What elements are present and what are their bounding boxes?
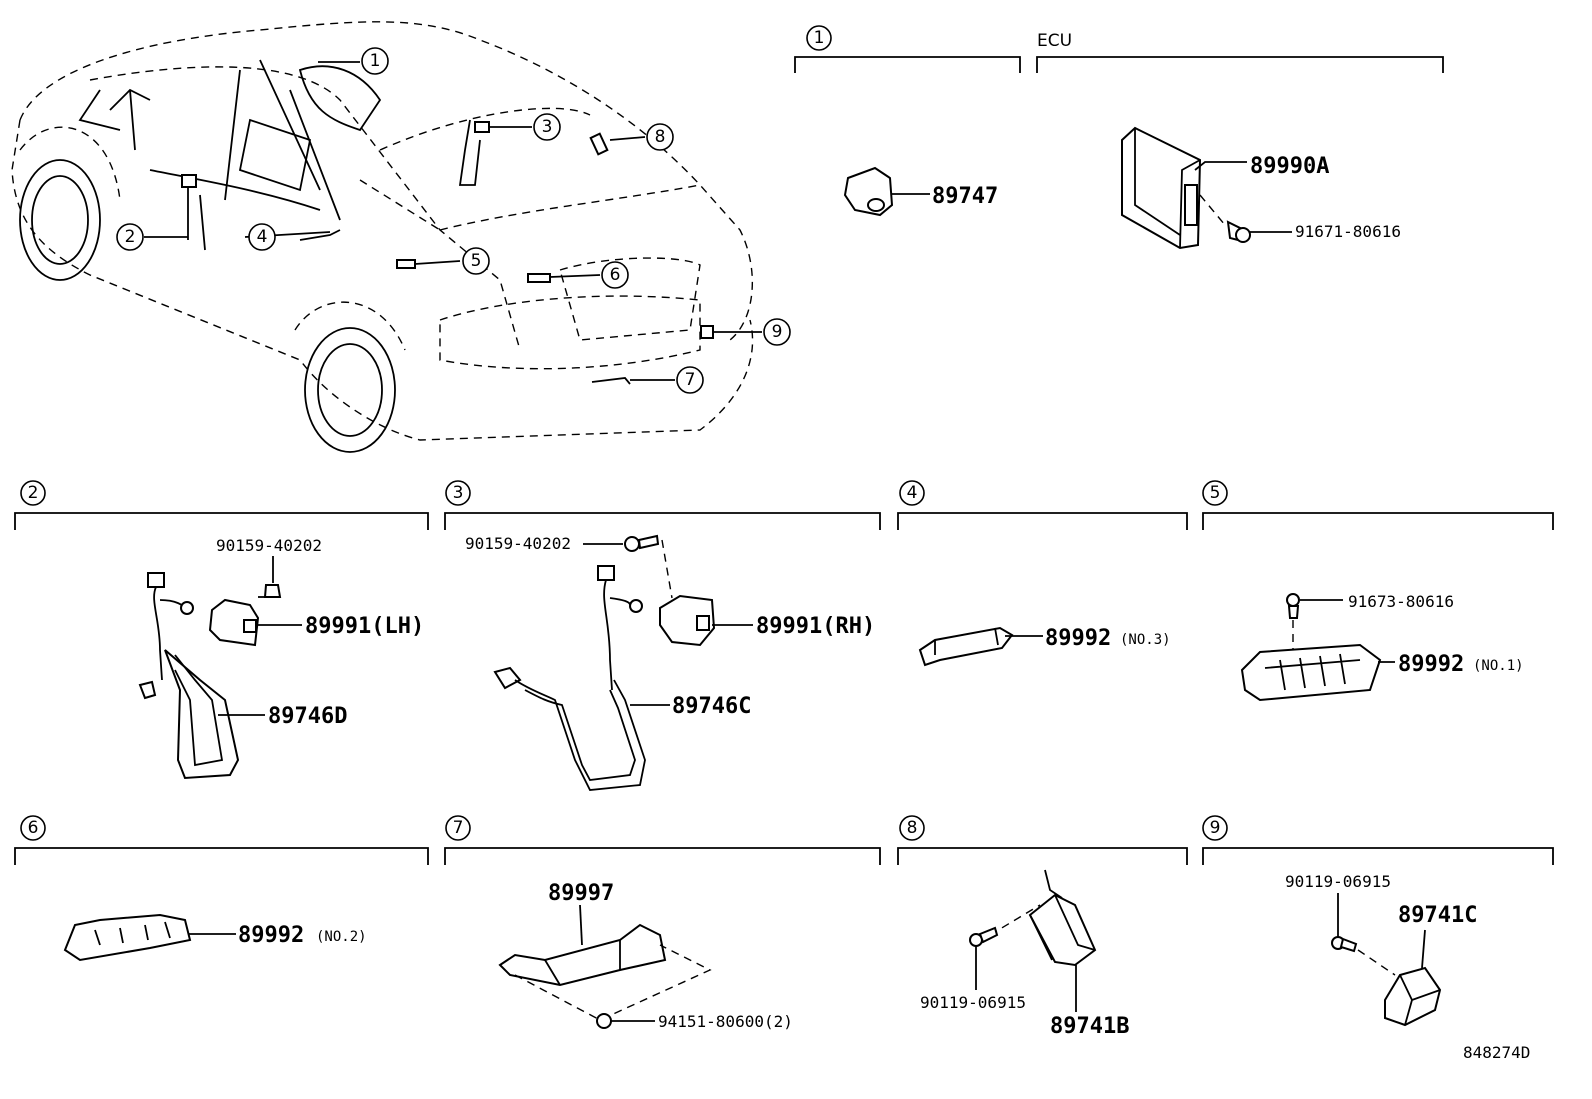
svg-text:5: 5 bbox=[471, 251, 482, 271]
svg-text:8: 8 bbox=[655, 127, 666, 147]
note-no3: (NO.3) bbox=[1120, 632, 1171, 648]
part-89746C-harness bbox=[493, 565, 670, 791]
part-number-89741C: 89741C bbox=[1398, 903, 1477, 928]
diagram-id: 848274D bbox=[1463, 1043, 1530, 1062]
callout-6: 6 bbox=[601, 261, 629, 289]
section-4: 4 89992 (NO.3) bbox=[897, 480, 1188, 667]
svg-text:6: 6 bbox=[610, 265, 621, 285]
nut-94151-icon bbox=[596, 1013, 655, 1029]
svg-text:4: 4 bbox=[257, 227, 268, 247]
section-1: 1 89747 bbox=[794, 25, 1021, 217]
svg-text:6: 6 bbox=[28, 818, 39, 838]
note-no1: (NO.1) bbox=[1473, 658, 1524, 674]
part-89992-no1-antenna bbox=[1240, 643, 1395, 702]
bolt-90119-8-icon bbox=[969, 904, 1041, 990]
part-number-89741B: 89741B bbox=[1050, 1014, 1129, 1039]
part-number-89997: 89997 bbox=[548, 881, 614, 906]
svg-text:5: 5 bbox=[1210, 483, 1221, 503]
callout-4: 4 bbox=[248, 223, 276, 251]
part-number-89991lh: 89991(LH) bbox=[305, 614, 424, 639]
svg-text:7: 7 bbox=[453, 818, 464, 838]
part-89991rh-sensor bbox=[659, 594, 753, 647]
part-number-90119-06915-9: 90119-06915 bbox=[1285, 872, 1391, 891]
callout-2: 2 bbox=[116, 223, 144, 251]
part-number-91673-80616: 91673-80616 bbox=[1348, 592, 1454, 611]
part-89991lh-sensor bbox=[208, 598, 302, 647]
section-ecu: ECU 89990A 91671-80616 bbox=[1036, 31, 1444, 250]
part-89997-antenna bbox=[498, 904, 712, 1021]
callout-5: 5 bbox=[462, 247, 490, 275]
note-no2: (NO.2) bbox=[316, 929, 367, 945]
callout-3: 3 bbox=[533, 113, 561, 141]
svg-text:7: 7 bbox=[685, 370, 696, 390]
part-number-90119-06915-8: 90119-06915 bbox=[920, 993, 1026, 1012]
part-number-91671-80616: 91671-80616 bbox=[1295, 222, 1401, 241]
callout-1: 1 bbox=[361, 47, 389, 75]
part-89741C-sensor bbox=[1384, 929, 1442, 1027]
car-overview: 1 2 3 4 5 6 7 8 9 bbox=[11, 21, 791, 453]
svg-text:2: 2 bbox=[28, 483, 39, 503]
svg-text:9: 9 bbox=[772, 322, 783, 342]
svg-text:3: 3 bbox=[542, 117, 553, 137]
bolt-90159-rh-icon bbox=[583, 534, 673, 599]
part-number-89746C: 89746C bbox=[672, 694, 751, 719]
part-number-89747: 89747 bbox=[932, 184, 998, 209]
section-8: 8 89741B 90119-06915 bbox=[897, 815, 1188, 1039]
svg-text:1: 1 bbox=[814, 28, 825, 48]
svg-text:8: 8 bbox=[907, 818, 918, 838]
svg-text:9: 9 bbox=[1210, 818, 1221, 838]
bolt-91673-icon bbox=[1286, 593, 1343, 650]
bolt-90159-lh-icon bbox=[258, 556, 282, 598]
part-number-89992-no1: 89992 bbox=[1398, 652, 1464, 677]
section-9: 9 90119-06915 89741C bbox=[1202, 815, 1554, 1027]
svg-text:4: 4 bbox=[907, 483, 918, 503]
part-89746D-harness bbox=[138, 572, 265, 780]
svg-text:3: 3 bbox=[453, 483, 464, 503]
part-number-94151-80600: 94151-80600(2) bbox=[658, 1012, 793, 1031]
part-number-89746D: 89746D bbox=[268, 704, 347, 729]
svg-text:1: 1 bbox=[370, 51, 381, 71]
callout-9: 9 bbox=[763, 318, 791, 346]
svg-text:2: 2 bbox=[125, 227, 136, 247]
part-89990A-ecu bbox=[1121, 126, 1247, 250]
part-number-90159-40202-lh: 90159-40202 bbox=[216, 536, 322, 555]
part-number-89990A: 89990A bbox=[1250, 154, 1329, 179]
callout-7: 7 bbox=[676, 366, 704, 394]
section-5: 5 91673-80616 89992 (NO.1) bbox=[1202, 480, 1554, 702]
section-7: 7 89997 94151-80600(2) bbox=[444, 815, 881, 1031]
part-number-89992-no3: 89992 bbox=[1045, 626, 1111, 651]
bolt-90119-9-icon bbox=[1331, 893, 1396, 976]
part-number-89991rh: 89991(RH) bbox=[756, 614, 875, 639]
section-2: 2 90159-40202 89991(LH) 89746D bbox=[14, 480, 429, 780]
callout-8: 8 bbox=[646, 123, 674, 151]
bolt-91671-icon bbox=[1199, 194, 1292, 243]
part-89747-sensor bbox=[843, 166, 930, 217]
part-number-90159-40202-rh: 90159-40202 bbox=[465, 534, 571, 553]
section-6: 6 89992 (NO.2) bbox=[14, 815, 429, 962]
part-89741B-sensor bbox=[1028, 869, 1097, 1012]
ecu-label: ECU bbox=[1037, 31, 1072, 51]
part-number-89992-no2: 89992 bbox=[238, 923, 304, 948]
part-89992-no2-antenna bbox=[63, 913, 236, 962]
section-3: 3 90159-40202 89991(RH) 89746C bbox=[444, 480, 881, 791]
part-89992-no3-antenna bbox=[918, 626, 1043, 667]
